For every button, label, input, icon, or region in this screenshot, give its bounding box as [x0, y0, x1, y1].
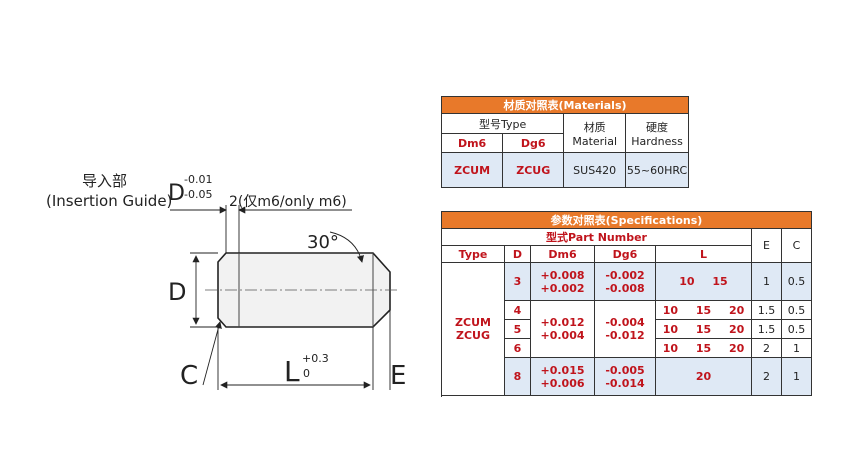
chamfer-leader	[202, 321, 222, 386]
specs-row-l: 10 15 20	[655, 319, 752, 339]
dg6-lower: -0.014	[605, 376, 645, 390]
specs-type-zcug: ZCUG	[455, 329, 490, 342]
material-header-cn: 材质	[583, 120, 606, 134]
specs-row-d: 5	[504, 319, 531, 339]
dm6-upper: +0.008	[540, 268, 585, 282]
materials-material-value: SUS420	[563, 152, 627, 188]
specs-row-d: 3	[504, 262, 531, 301]
specs-row-l: 20	[655, 357, 752, 396]
materials-hardness-value: 55~60HRC	[625, 152, 689, 188]
length-tol-upper: +0.3	[302, 352, 329, 365]
guide-label-en: (Insertion Guide)	[46, 192, 172, 210]
specs-row-l: 10 15	[655, 262, 752, 301]
specs-row-dm6: +0.012 +0.004	[530, 300, 595, 358]
specs-table: 参数对照表(Specifications) 型式Part Number E C …	[441, 211, 812, 396]
materials-type-header: 型号Type	[440, 113, 565, 134]
dm6-upper: +0.012	[540, 316, 585, 329]
dg6-upper: -0.002	[605, 268, 645, 282]
specs-row-dg6: -0.002 -0.008	[594, 262, 656, 301]
materials-hardness-header: 硬度 Hardness	[625, 113, 689, 153]
specs-col-e: E	[751, 228, 782, 263]
specs-row-c: 1	[781, 338, 812, 358]
specs-row-l: 10 15 20	[655, 338, 752, 358]
specs-title: 参数对照表(Specifications)	[441, 211, 812, 229]
dm6-lower: +0.004	[540, 329, 585, 342]
specs-col-d: D	[504, 245, 531, 263]
specs-col-type: Type	[441, 245, 505, 263]
materials-title: 材质对照表(Materials)	[441, 96, 689, 114]
specs-row-d: 6	[504, 338, 531, 358]
dg6-upper: -0.004	[605, 316, 645, 329]
specs-row-dm6: +0.008 +0.002	[530, 262, 595, 301]
specs-col-dm6: Dm6	[530, 245, 595, 263]
dm6-lower: +0.002	[540, 281, 585, 295]
end-length-label: E	[390, 361, 406, 391]
specs-row-dm6: +0.015 +0.006	[530, 357, 595, 396]
dm6-lower: +0.006	[540, 376, 585, 390]
length-label: L	[284, 355, 300, 388]
specs-row-e: 2	[751, 357, 782, 396]
specs-part-number: 型式Part Number	[441, 228, 752, 246]
specs-row-e: 1.5	[751, 300, 782, 320]
dg6-lower: -0.008	[605, 281, 645, 295]
specs-col-l: L	[655, 245, 752, 263]
hardness-header-en: Hardness	[631, 134, 683, 148]
specs-row-l: 10 15 20	[655, 300, 752, 320]
material-header-en: Material	[572, 134, 618, 148]
angle-arc	[329, 231, 364, 263]
specs-col-c: C	[781, 228, 812, 263]
specs-col-dg6: Dg6	[594, 245, 656, 263]
dg6-upper: -0.005	[605, 363, 645, 377]
dg6-lower: -0.012	[605, 329, 645, 342]
specs-type-cell: ZCUM ZCUG	[441, 262, 505, 396]
materials-zcum: ZCUM	[440, 152, 504, 188]
specs-row-c: 0.5	[781, 319, 812, 339]
guide-tol-lower: -0.05	[184, 188, 212, 201]
angle-label: 30°	[307, 232, 339, 253]
specs-row-dg6: -0.004 -0.012	[594, 300, 656, 358]
guide-tol-upper: -0.01	[184, 173, 212, 186]
pin-outline	[217, 252, 391, 328]
guide-d-symbol: D	[168, 181, 185, 206]
materials-dg6: Dg6	[502, 133, 565, 153]
specs-row-e: 1	[751, 262, 782, 301]
materials-table: 材质对照表(Materials) 型号Type 材质 Material 硬度 H…	[440, 96, 689, 188]
specs-row-e: 2	[751, 338, 782, 358]
materials-material-header: 材质 Material	[563, 113, 627, 153]
chamfer-label: C	[180, 361, 198, 391]
diameter-label: D	[168, 278, 186, 306]
guide-length-note: 2(仅m6/only m6)	[229, 194, 347, 210]
specs-row-c: 0.5	[781, 300, 812, 320]
specs-row-dg6: -0.005 -0.014	[594, 357, 656, 396]
specs-row-d: 8	[504, 357, 531, 396]
specs-row-d: 4	[504, 300, 531, 320]
dm6-upper: +0.015	[540, 363, 585, 377]
guide-label-cn: 导入部	[82, 172, 127, 190]
pin-drawing: 导入部 (Insertion Guide) D -0.01 -0.05 2(仅m…	[46, 172, 406, 391]
specs-type-zcum: ZCUM	[455, 316, 491, 329]
materials-dm6: Dm6	[440, 133, 504, 153]
materials-zcug: ZCUG	[502, 152, 565, 188]
specs-row-c: 0.5	[781, 262, 812, 301]
length-tol-lower: 0	[303, 367, 310, 380]
specs-row-c: 1	[781, 357, 812, 396]
hardness-header-cn: 硬度	[646, 120, 669, 134]
specs-row-e: 1.5	[751, 319, 782, 339]
